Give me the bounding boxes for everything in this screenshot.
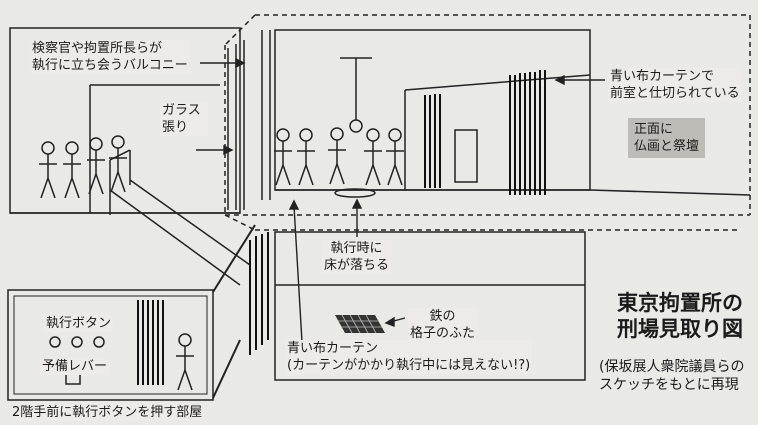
floor-drop-line-2: 床が落ちる — [324, 258, 390, 273]
altar-label-line-2: 仏画と祭壇 — [634, 139, 700, 154]
chamber-dashed-outline — [224, 14, 751, 231]
title-line-1: 東京拘置所の — [617, 291, 743, 315]
lever-label: 予備レバー — [40, 358, 110, 375]
button-room — [7, 224, 256, 401]
button-room-label: 2階手前に執行ボタンを押す部屋 — [10, 404, 205, 421]
button-label: 執行ボタン — [44, 315, 114, 332]
grate-label-line-2: 格子のふた — [410, 326, 476, 341]
altar-label: 正面に 仏画と祭壇 — [628, 118, 706, 158]
glass-label-line-2: 張り — [162, 120, 189, 135]
grate-label-line-1: 鉄の — [429, 309, 456, 324]
blue-curtain-top-label: 青い布カーテンで 前室と仕切られている — [608, 68, 742, 102]
blue-curtain-top-line-1: 青い布カーテンで — [610, 69, 715, 84]
glass-label-line-1: ガラス — [162, 103, 201, 118]
diagram-title: 東京拘置所の 刑場見取り図 — [615, 290, 745, 342]
source-note-line-1: (保坂展人衆院議員らの — [599, 359, 745, 375]
blue-curtain-bottom-label: 青い布カーテン (カーテンがかかり執行中には見えない!?) — [285, 340, 533, 374]
lower-room — [249, 231, 586, 381]
blue-curtain-bottom-line-2: (カーテンがかかり執行中には見えない!?) — [287, 358, 531, 373]
grate-label: 鉄の 格子のふた — [408, 308, 478, 342]
source-note-line-2: スケッチをもとに再現 — [599, 377, 739, 393]
balcony-label-line-2: 執行に立ち会うバルコニー — [32, 58, 188, 73]
balcony-label: 検察官や拘置所長らが 執行に立ち会うバルコニー — [30, 40, 190, 74]
iron-grate — [335, 314, 385, 334]
balcony-label-line-1: 検察官や拘置所長らが — [32, 41, 163, 56]
blue-curtain-top-line-2: 前室と仕切られている — [610, 86, 740, 101]
callout-arrows — [196, 57, 605, 343]
altar-label-line-1: 正面に — [634, 122, 674, 137]
floor-drop-line-1: 執行時に — [330, 241, 383, 256]
blue-curtain-bottom-line-1: 青い布カーテン — [287, 341, 379, 356]
chamber-room — [274, 29, 751, 198]
balcony-room — [9, 27, 251, 286]
floor-drop-label: 執行時に 床が落ちる — [322, 240, 392, 274]
source-note: (保坂展人衆院議員らの スケッチをもとに再現 — [597, 358, 746, 394]
title-line-2: 刑場見取り図 — [617, 317, 743, 341]
stick-figures — [39, 127, 404, 391]
glass-wall — [227, 30, 271, 210]
glass-label: ガラス 張り — [160, 102, 208, 136]
